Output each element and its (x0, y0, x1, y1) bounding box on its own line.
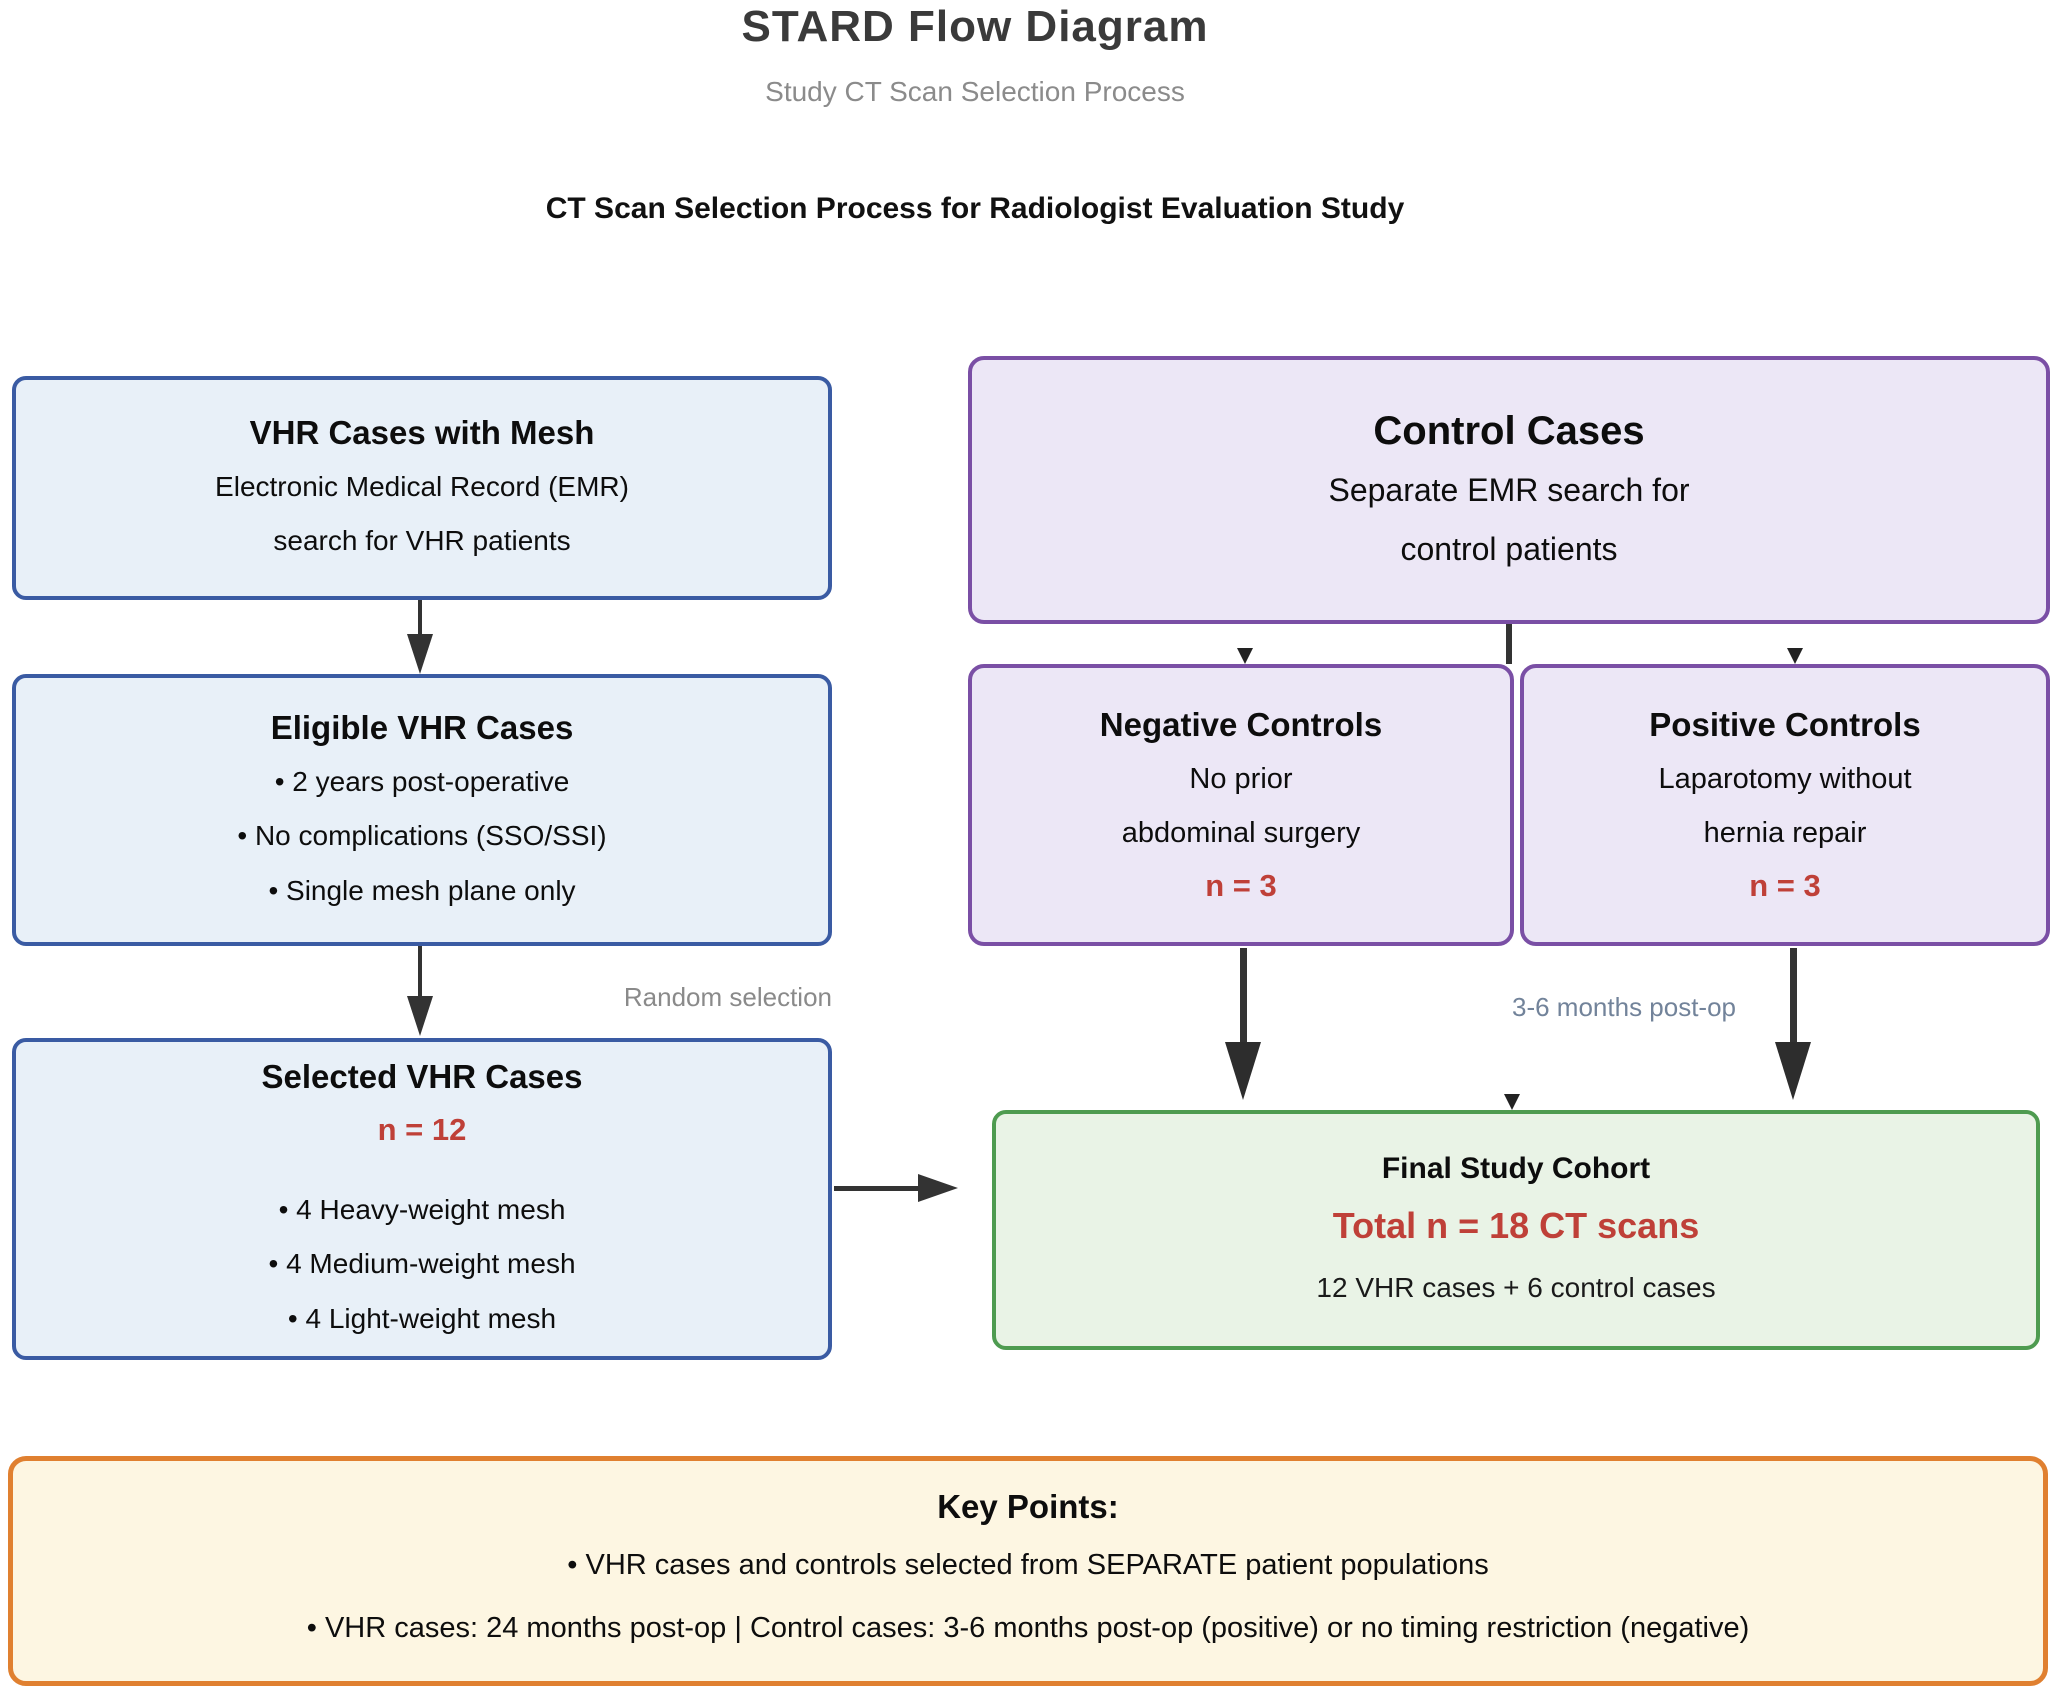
bullet-item: • 4 Medium-weight mesh (268, 1248, 576, 1280)
box-title: Positive Controls (1649, 705, 1921, 743)
box-text-line: search for VHR patients (273, 525, 571, 557)
box-text-line: No prior (1189, 763, 1293, 796)
box-text-line: Separate EMR search for (1328, 471, 1690, 508)
box-positive-controls: Positive Controls Laparotomy without her… (1520, 664, 2050, 946)
n-count-label: n = 3 (1205, 868, 1277, 904)
box-text-line: Electronic Medical Record (EMR) (215, 470, 629, 502)
box-title: Selected VHR Cases (261, 1058, 583, 1096)
bullet-item: • VHR cases and controls selected from S… (567, 1548, 1489, 1581)
page-subtitle: Study CT Scan Selection Process (765, 76, 1185, 107)
box-text-line: 12 VHR cases + 6 control cases (1316, 1271, 1716, 1303)
page-title: STARD Flow Diagram (741, 2, 1209, 51)
box-title: Eligible VHR Cases (270, 708, 574, 746)
n-count-label: n = 12 (377, 1112, 467, 1148)
box-negative-controls: Negative Controls No prior abdominal sur… (968, 664, 1514, 946)
box-control-cases: Control Cases Separate EMR search for co… (968, 356, 2050, 624)
box-title: Control Cases (1373, 408, 1645, 453)
box-title: Key Points: (937, 1487, 1119, 1525)
box-title: Final Study Cohort (1381, 1151, 1651, 1185)
bullet-item: • VHR cases: 24 months post-op | Control… (306, 1612, 1750, 1645)
label-random-selection: Random selection (623, 982, 832, 1012)
box-text-line: Laparotomy without (1658, 763, 1912, 796)
n-count-label: n = 3 (1749, 868, 1821, 904)
label-months-post-op: 3-6 months post-op (1512, 992, 1737, 1022)
box-title: Negative Controls (1099, 705, 1383, 743)
box-text-line: control patients (1400, 531, 1618, 567)
box-text-line: hernia repair (1703, 816, 1867, 849)
bullet-item: • 4 Heavy-weight mesh (278, 1193, 566, 1225)
box-eligible-vhr-cases: Eligible VHR Cases • 2 years post-operat… (12, 674, 832, 946)
box-text-line: abdominal surgery (1121, 816, 1361, 849)
bullet-item: • 2 years post-operative (274, 765, 570, 797)
arrowhead-center-to-final (1504, 1094, 1520, 1110)
box-selected-vhr-cases: Selected VHR Cases n = 12 • 4 Heavy-weig… (12, 1038, 832, 1360)
bullet-item: • 4 Light-weight mesh (287, 1303, 557, 1335)
section-heading: CT Scan Selection Process for Radiologis… (545, 192, 1405, 225)
bullet-item: • Single mesh plane only (268, 874, 576, 906)
box-final-study-cohort: Final Study Cohort Total n = 18 CT scans… (992, 1110, 2040, 1350)
box-key-points: Key Points: • VHR cases and controls sel… (8, 1456, 2048, 1686)
box-title: VHR Cases with Mesh (249, 414, 595, 451)
total-count-label: Total n = 18 CT scans (1332, 1204, 1700, 1246)
bullet-item: • No complications (SSO/SSI) (237, 820, 607, 852)
box-vhr-cases-with-mesh: VHR Cases with Mesh Electronic Medical R… (12, 376, 832, 600)
